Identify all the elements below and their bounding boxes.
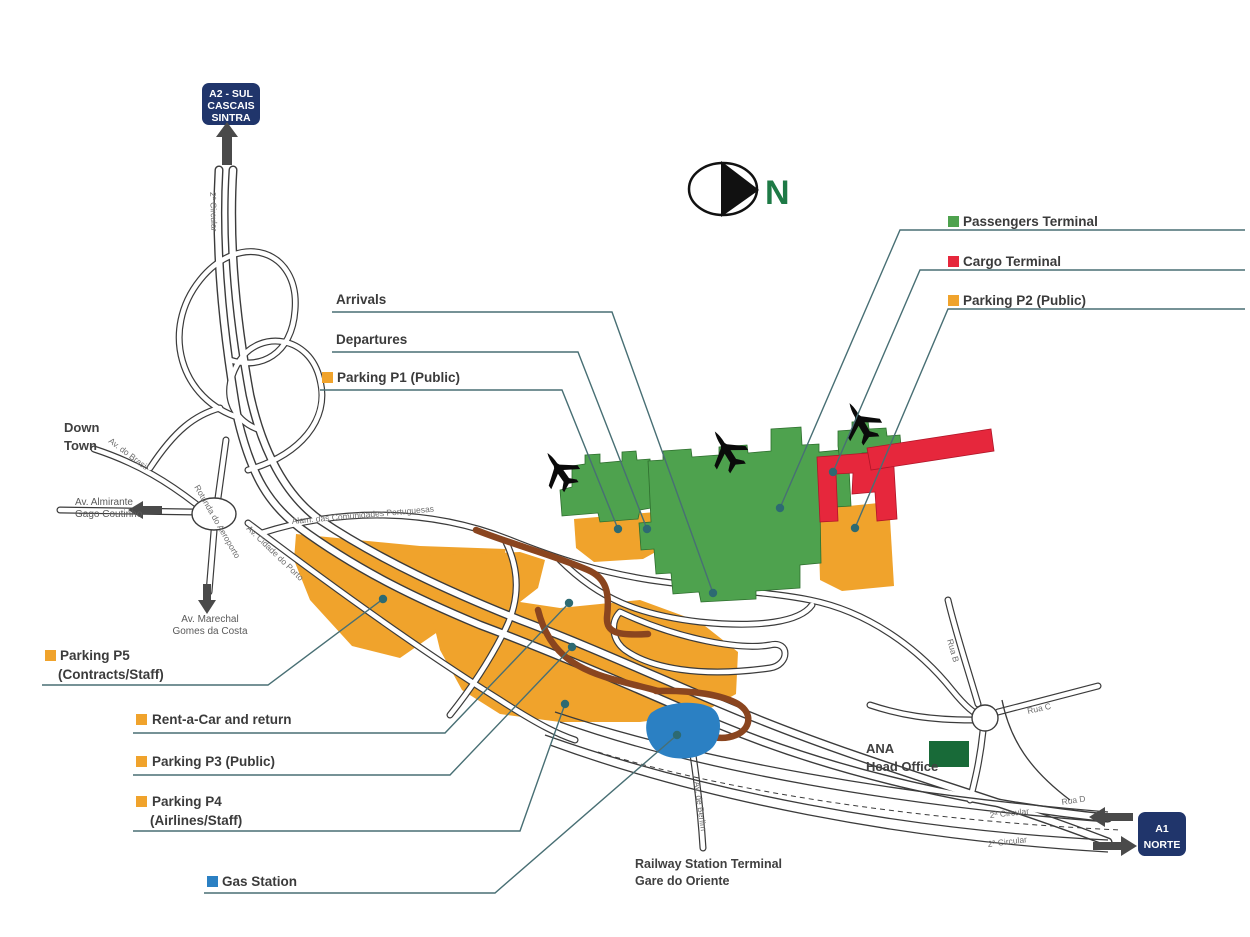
parking-p4-label: Parking P4: [152, 794, 222, 809]
road-label-av-de-berlim: Av. de Berlim: [692, 781, 709, 832]
passenger-terminal-pier: [559, 450, 663, 523]
road-network: [56, 165, 1121, 853]
parking-p5-sublabel: (Contracts/Staff): [58, 667, 164, 682]
parking-p3-label: Parking P3 (Public): [152, 754, 275, 769]
leader-lines: [42, 229, 1245, 894]
road-label-2a-circular-nw: 2ª Circular: [208, 192, 219, 232]
rentacar-label: Rent-a-Car and return: [152, 712, 292, 727]
road-label-rua-d: Rua D: [1061, 793, 1086, 807]
a1-sign-line2: NORTE: [1144, 839, 1181, 851]
gas-station-area: [646, 702, 720, 759]
railway-label-1: Railway Station Terminal: [635, 857, 782, 871]
parking-p3-swatch: [136, 756, 147, 767]
downtown-label-2: Town: [64, 438, 97, 453]
road-label-2a-circular-se2: 2ª Circular: [987, 834, 1028, 849]
cargo-terminal-swatch: [948, 256, 959, 267]
ana-label-2: Head Office: [866, 759, 938, 774]
callouts-bottom: Parking P5 (Contracts/Staff) Rent-a-Car …: [45, 648, 297, 889]
a2-up-arrow-icon: [216, 122, 238, 165]
parking-p5-swatch: [45, 650, 56, 661]
marechal-label-1: Av. Marechal: [181, 614, 238, 625]
a1-left-arrow-icon: [1089, 807, 1133, 827]
railway-label-2: Gare do Oriente: [635, 874, 730, 888]
parking-p5-label: Parking P5: [60, 648, 130, 663]
road-label-alameda: Alam. das Comunidades Portuguesas: [291, 504, 434, 526]
passengers-terminal-swatch: [948, 216, 959, 227]
gas-station-label: Gas Station: [222, 874, 297, 889]
parking-p2-swatch: [948, 295, 959, 306]
cargo-terminal-arm: [866, 428, 995, 471]
rentacar-swatch: [136, 714, 147, 725]
roundabout-east: [971, 704, 999, 732]
callouts-left: Arrivals Departures Parking P1 (Public): [322, 292, 460, 385]
gas-station-swatch: [207, 876, 218, 887]
parking-p2-area: [818, 502, 894, 591]
marechal-arrow-icon: [198, 584, 216, 614]
legend-right: Passengers Terminal Cargo Terminal Parki…: [948, 214, 1098, 308]
marechal-label-2: Gomes da Costa: [172, 626, 247, 637]
compass-needle-icon: [721, 161, 759, 217]
gago-coutinho-arrow-icon: [128, 501, 162, 519]
arrivals-label: Arrivals: [336, 292, 386, 307]
gago-coutinho-label-1: Av. Almirante: [75, 497, 133, 508]
terminal-buildings: [559, 420, 995, 767]
parking-p1-swatch: [322, 372, 333, 383]
a2-sign-line1: A2 - SUL: [209, 88, 253, 100]
a1-sign-line1: A1: [1155, 823, 1169, 835]
parking-p1-label: Parking P1 (Public): [337, 370, 460, 385]
ana-head-office-building: [929, 741, 969, 767]
road-label-2a-circular-se1: 2ª Circular: [989, 806, 1030, 820]
parking-p2-label: Parking P2 (Public): [963, 293, 1086, 308]
parking-p4-sublabel: (Airlines/Staff): [150, 813, 242, 828]
roundabout-aeroporto: [191, 497, 237, 531]
parking-p4-swatch: [136, 796, 147, 807]
cargo-terminal-label: Cargo Terminal: [963, 254, 1061, 269]
passenger-terminal-main: [638, 426, 852, 603]
gago-coutinho-label-2: Gago Coutinho: [75, 509, 143, 520]
a2-sign: A2 - SUL CASCAIS SINTRA: [202, 83, 260, 165]
a1-right-arrow-icon: [1093, 836, 1137, 856]
a2-sign-line2: CASCAIS: [207, 100, 254, 112]
a2-sign-line3: SINTRA: [211, 112, 251, 124]
place-labels: Down Town Av. Almirante Gago Coutinho Av…: [64, 420, 938, 888]
a1-sign: A1 NORTE: [1089, 807, 1186, 856]
compass-north-label: N: [765, 174, 790, 212]
departures-label: Departures: [336, 332, 407, 347]
ana-label-1: ANA: [866, 741, 895, 756]
passengers-terminal-label: Passengers Terminal: [963, 214, 1098, 229]
compass: N: [687, 161, 790, 217]
downtown-label-1: Down: [64, 420, 99, 435]
